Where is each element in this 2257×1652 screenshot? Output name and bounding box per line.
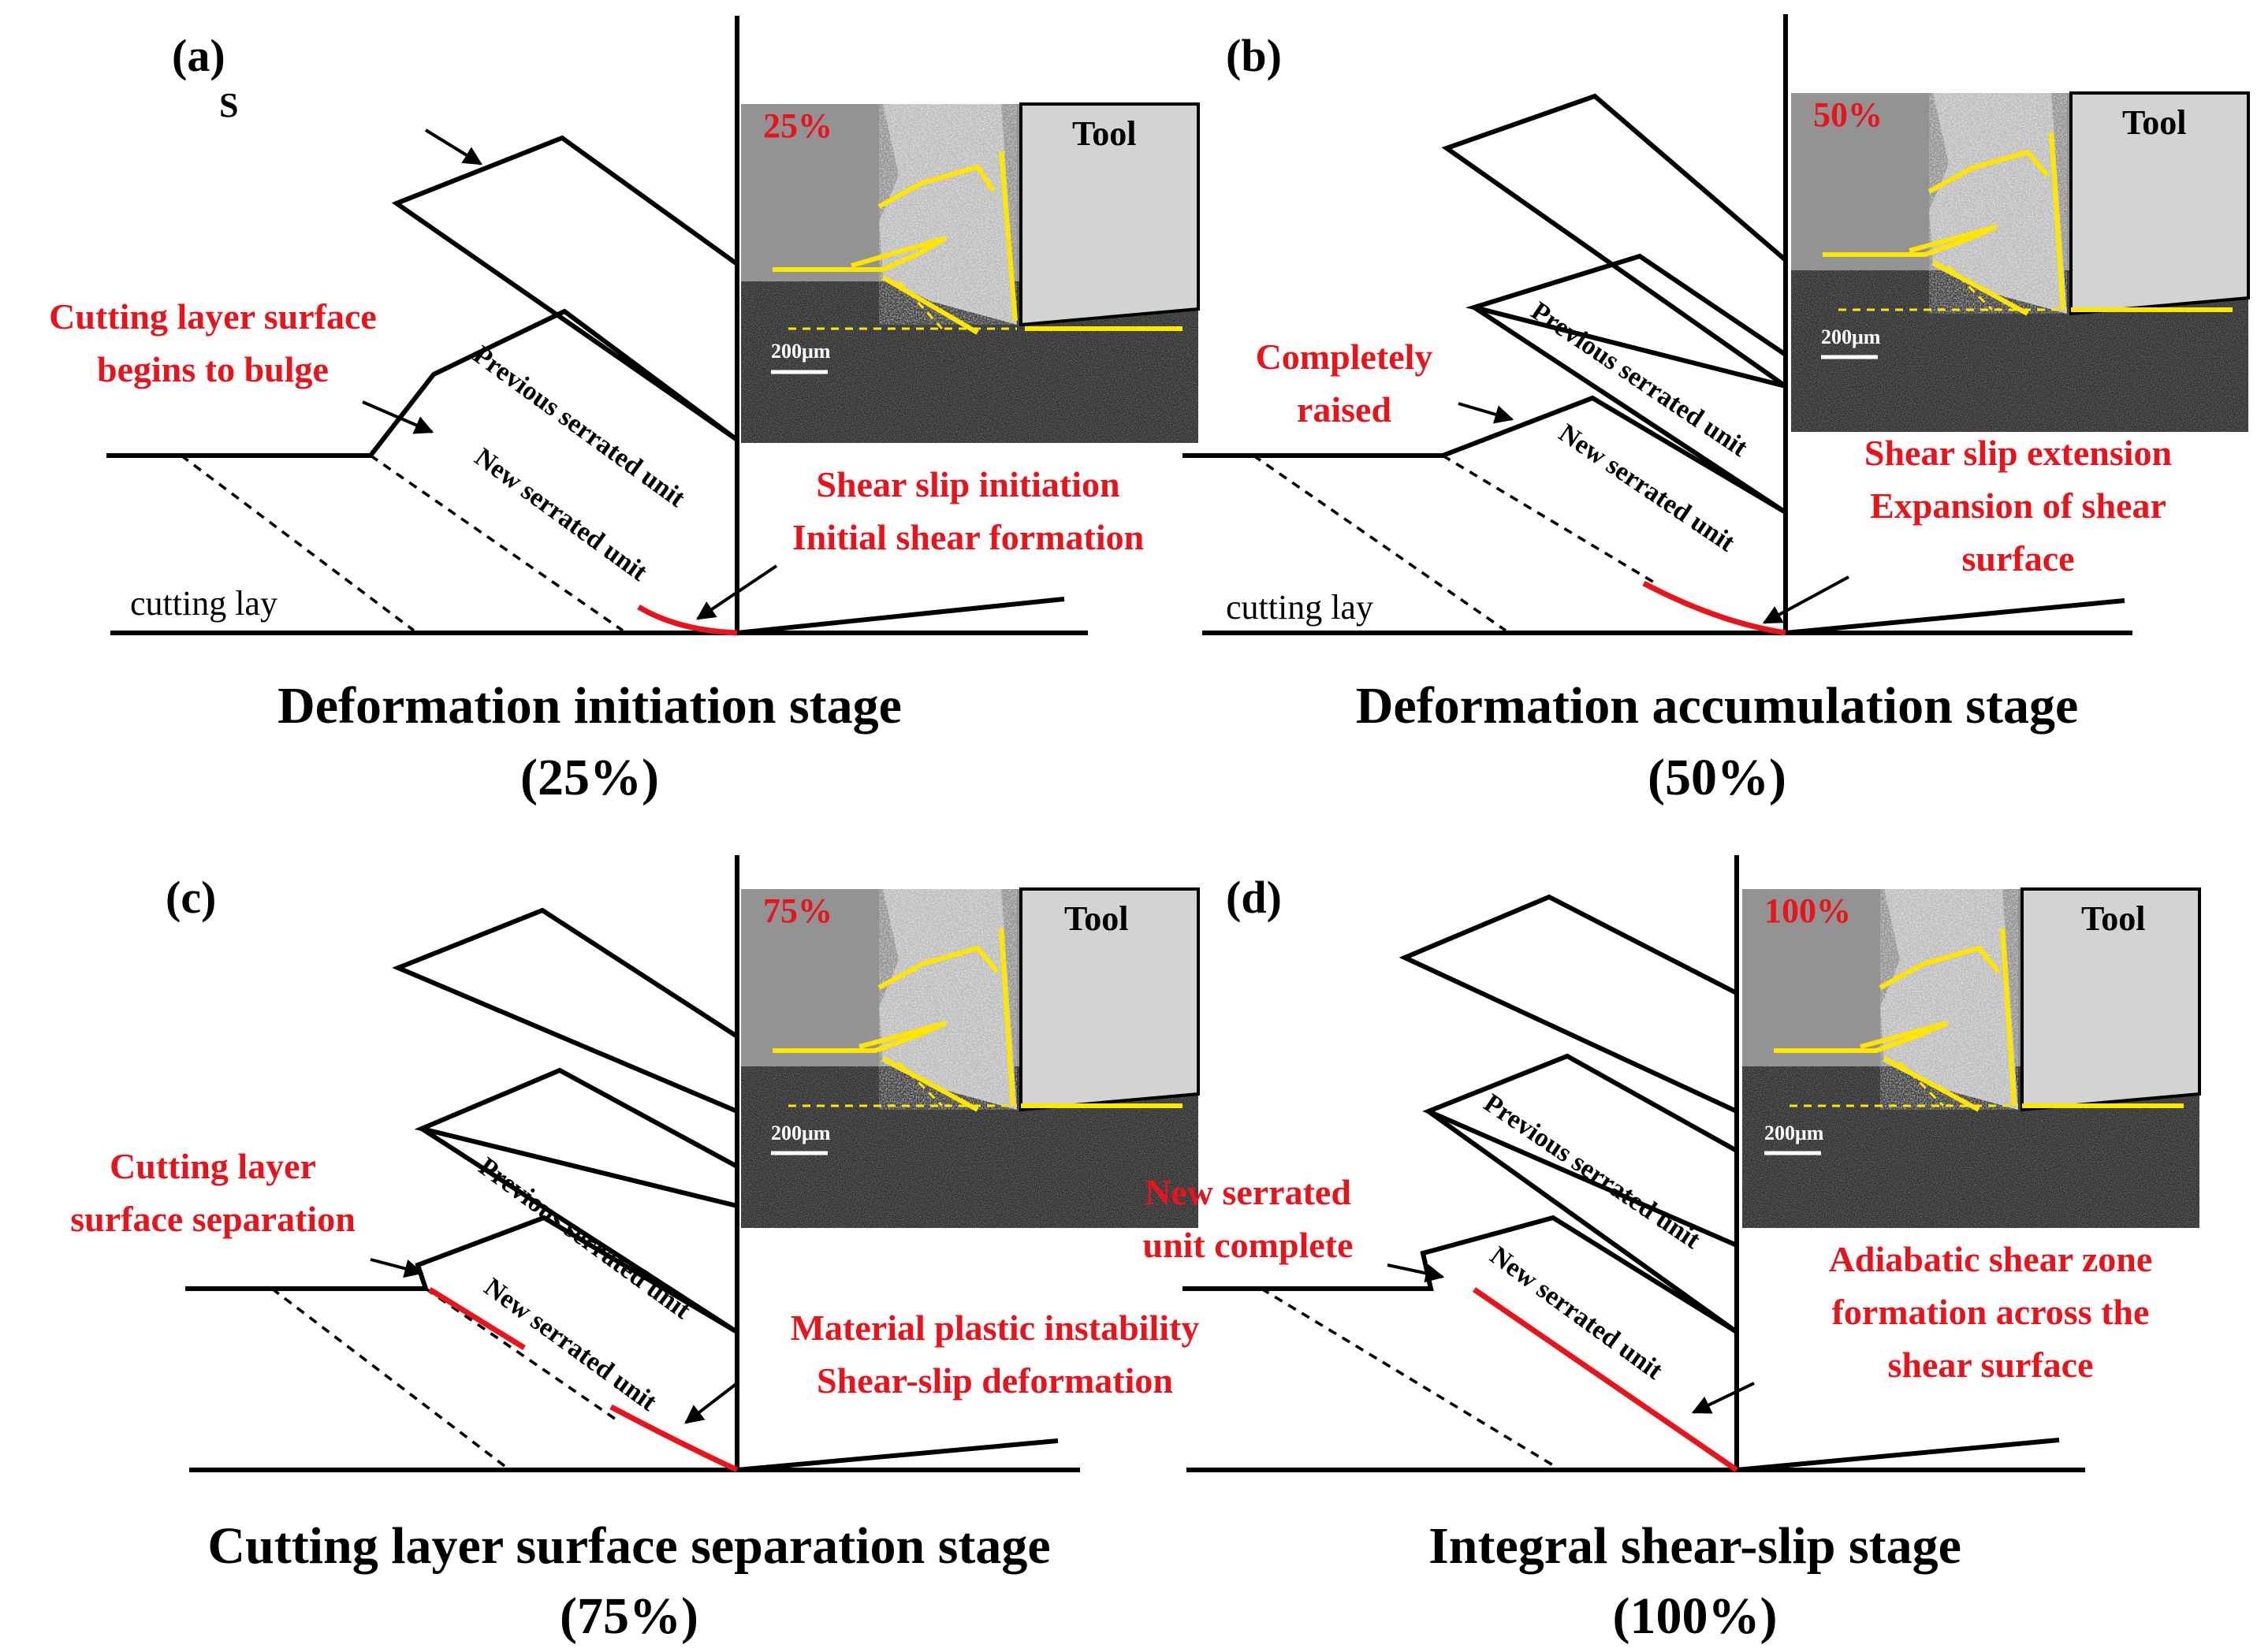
inset-percent: 50% (1813, 95, 1883, 134)
stage-percent: (50%) (1648, 749, 1786, 806)
shear-arrow (1762, 575, 1849, 624)
panel-letter: (b) (1226, 30, 1282, 81)
stage-title: Integral shear-slip stage (1428, 1517, 1961, 1575)
shear-label-1: Material plastic instability (791, 1308, 1200, 1348)
tool-label: Tool (2081, 899, 2146, 938)
stage-percent: (25%) (520, 749, 659, 806)
shear-label-2: Expansion of shear (1870, 486, 2166, 526)
shear-label-2: formation across the (1832, 1292, 2150, 1332)
bulge-label-1: Cutting layer surface (49, 296, 377, 337)
scale-bar-label: 200μm (771, 340, 831, 363)
stage-percent: (75%) (560, 1587, 698, 1645)
micrograph-inset: 50% Tool 200μm (1791, 93, 2248, 432)
stage-percent: (100%) (1613, 1587, 1778, 1645)
raised-arrow (1458, 402, 1514, 424)
panel-b: (b) 50% Tool 200μm (1183, 14, 2248, 806)
separation-label-1: Cutting layer (110, 1146, 316, 1186)
shear-label-1: Shear slip initiation (816, 464, 1119, 504)
scale-bar-label: 200μm (1764, 1122, 1824, 1144)
shear-label-1: Shear slip extension (1864, 433, 2172, 473)
shear-label-3: surface (1961, 538, 2074, 579)
panel-letter: (c) (166, 872, 216, 923)
serrated-chip-diagram (185, 855, 1080, 1473)
serrated-chip-diagram (106, 16, 1088, 636)
shear-label-3: shear surface (1887, 1345, 2093, 1385)
micrograph-inset: 100% Tool 200μm (1742, 889, 2199, 1228)
shear-label-2: Initial shear formation (792, 517, 1144, 557)
shear-arrow (696, 564, 778, 620)
shear-label-2: Shear-slip deformation (817, 1360, 1173, 1401)
complete-arrow (1387, 1263, 1445, 1283)
stage-title: Cutting layer surface separation stage (207, 1517, 1050, 1575)
panel-d: (d) 100% Tool 200μm (1142, 855, 2199, 1645)
shear-arrow (1691, 1382, 1755, 1414)
bulge-arrow (362, 400, 434, 434)
inset-percent: 100% (1764, 891, 1851, 930)
separation-arrow (370, 1258, 424, 1278)
free-surface-arrow (424, 128, 483, 166)
tool-label: Tool (1064, 899, 1129, 938)
panel-letter: (a) (172, 30, 225, 81)
scale-bar-label: 200μm (1821, 326, 1881, 348)
bulge-label-2: begins to bulge (97, 349, 329, 389)
stage-title: Deformation initiation stage (277, 677, 902, 735)
complete-label-2: unit complete (1142, 1225, 1353, 1265)
tool-label: Tool (1072, 114, 1137, 153)
stage-title: Deformation accumulation stage (1356, 677, 2079, 735)
panel-a: (a) 25% Tool 200μm (49, 16, 1198, 806)
panel-c: (c) 75% Tool 200μm (70, 855, 1199, 1645)
cutting-lay-label: cutting lay (1226, 588, 1373, 627)
cutting-lay-label: cutting lay (130, 584, 277, 623)
panel-letter: (d) (1226, 872, 1282, 923)
inset-percent: 25% (763, 106, 832, 145)
tool-label: Tool (2122, 103, 2187, 142)
inset-percent: 75% (763, 891, 832, 930)
complete-label-1: New serrated (1145, 1172, 1351, 1212)
micrograph-inset: 25% Tool 200μm (741, 104, 1198, 443)
raised-label-1: Completely (1256, 337, 1433, 377)
separation-label-2: surface separation (70, 1199, 356, 1239)
shear-label-1: Adiabatic shear zone (1829, 1239, 2153, 1279)
serrated-chip-diagram (1183, 855, 2085, 1472)
free-surface-label: S (219, 86, 238, 125)
micrograph-inset: 75% Tool 200μm (741, 889, 1198, 1228)
raised-label-2: raised (1297, 389, 1392, 430)
shear-arrow (684, 1382, 739, 1424)
serrated-chip-diagram (1183, 14, 2132, 636)
scale-bar-label: 200μm (771, 1122, 831, 1144)
